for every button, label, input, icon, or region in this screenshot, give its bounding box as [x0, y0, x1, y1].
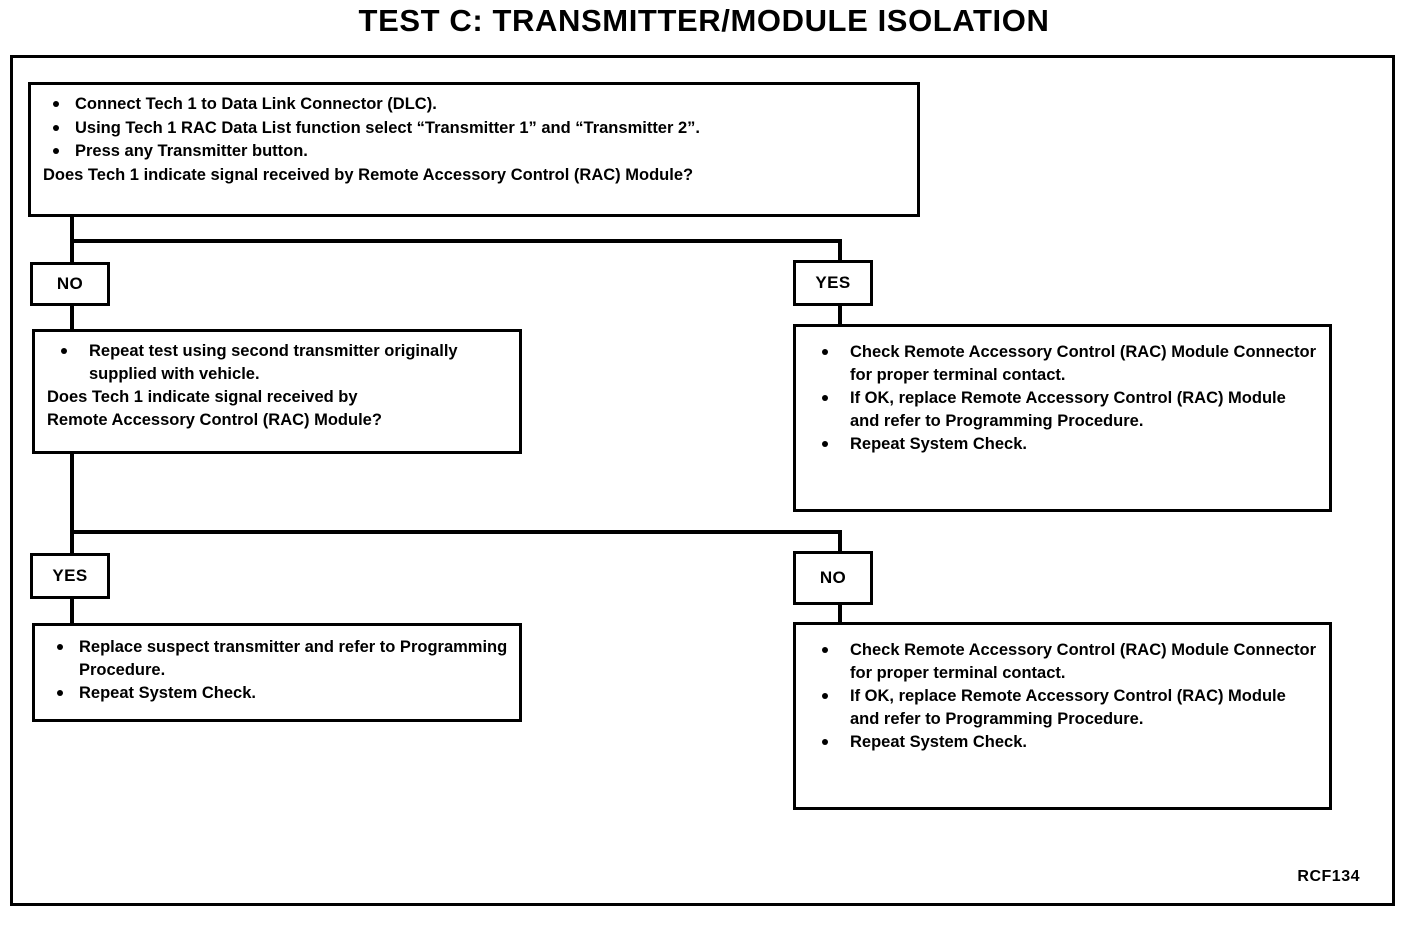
bullet-icon [53, 124, 59, 131]
connector-yes2-to-action [70, 599, 74, 624]
bullet-icon [57, 690, 63, 696]
list-item: Repeat test using second transmitter ori… [45, 340, 509, 385]
list-item: Connect Tech 1 to Data Link Connector (D… [41, 93, 907, 116]
bullet-icon [53, 101, 59, 107]
list-item-text: Using Tech 1 RAC Data List function sele… [75, 118, 701, 137]
branch-label-text: NO [819, 568, 847, 587]
connector-no2-to-action [838, 605, 842, 623]
connector-branch2-horizontal [70, 530, 842, 534]
list-item: Repeat System Check. [45, 682, 509, 705]
rac-module-check-action-box-2: Check Remote Accessory Control (RAC) Mod… [793, 622, 1332, 810]
list-item: If OK, replace Remote Accessory Control … [806, 387, 1319, 432]
connector-branch1-to-no [70, 239, 74, 264]
list-item-text: Press any Transmitter button. [75, 142, 308, 160]
bullet-icon [57, 644, 63, 650]
replace-transmitter-action-box: Replace suspect transmitter and refer to… [32, 623, 522, 722]
list-item: Repeat System Check. [806, 731, 1319, 754]
list-item-text: Replace suspect transmitter and refer to… [79, 638, 508, 679]
connector-no1-to-decision2 [70, 305, 74, 330]
page-title: TEST C: TRANSMITTER/MODULE ISOLATION [358, 3, 1050, 38]
replace-transmitter-action-body: Replace suspect transmitter and refer to… [35, 626, 519, 712]
branch-label-no-2: NO [793, 551, 873, 605]
second-transmitter-decision-body: Repeat test using second transmitter ori… [35, 332, 519, 437]
branch-label-text: YES [52, 566, 88, 585]
connector-branch1-to-yes [838, 239, 842, 264]
list-item-text: If OK, replace Remote Accessory Control … [850, 687, 1286, 728]
bullet-icon [822, 739, 828, 745]
list-item: Check Remote Accessory Control (RAC) Mod… [806, 639, 1319, 684]
decision-question-line-1: Does Tech 1 indicate signal received by [47, 388, 358, 406]
decision-question: Does Tech 1 indicate signal received by … [43, 165, 694, 184]
bullet-icon [822, 349, 828, 355]
list-item-text: Repeat System Check. [79, 684, 256, 702]
list-item-text: If OK, replace Remote Accessory Control … [850, 389, 1286, 430]
list-item: If OK, replace Remote Accessory Control … [806, 685, 1319, 730]
bullet-icon [61, 348, 67, 354]
initial-test-decision-body: Connect Tech 1 to Data Link Connector (D… [31, 85, 917, 192]
list-item-text: Check Remote Accessory Control (RAC) Mod… [850, 343, 1317, 384]
bullet-icon [822, 441, 828, 447]
list-item: Repeat System Check. [806, 433, 1319, 456]
list-item-text: Check Remote Accessory Control (RAC) Mod… [850, 641, 1317, 682]
rac-module-check-action-body: Check Remote Accessory Control (RAC) Mod… [796, 327, 1329, 463]
bullet-icon [822, 693, 828, 699]
second-transmitter-decision-box: Repeat test using second transmitter ori… [32, 329, 522, 454]
connector-decision2-down [70, 454, 74, 532]
initial-test-decision-box: Connect Tech 1 to Data Link Connector (D… [28, 82, 920, 217]
rac-module-check-action-box: Check Remote Accessory Control (RAC) Mod… [793, 324, 1332, 512]
branch-label-text: NO [56, 274, 84, 293]
figure-reference-code: RCF134 [1297, 868, 1360, 885]
connector-branch2-to-no [838, 530, 842, 554]
connector-decision1-down-left [70, 217, 74, 241]
list-item: Using Tech 1 RAC Data List function sele… [41, 117, 907, 140]
diagram-outer-frame [10, 55, 1395, 906]
list-item-text: Connect Tech 1 to Data Link Connector (D… [75, 95, 437, 113]
list-item: Press any Transmitter button. [41, 140, 907, 163]
rac-module-check-action-body-2: Check Remote Accessory Control (RAC) Mod… [796, 625, 1329, 761]
connector-yes1-to-action [838, 305, 842, 327]
bullet-icon [822, 647, 828, 653]
branch-label-text: YES [815, 273, 851, 292]
decision-question-line-2: Remote Accessory Control (RAC) Module? [47, 410, 382, 429]
list-item: Check Remote Accessory Control (RAC) Mod… [806, 341, 1319, 386]
connector-branch2-to-yes [70, 530, 74, 554]
branch-label-yes-2: YES [30, 553, 110, 599]
list-item-text: Repeat test using second transmitter ori… [89, 342, 458, 383]
connector-branch1-horizontal [70, 239, 842, 243]
list-item-text: Repeat System Check. [850, 733, 1027, 751]
list-item-text: Repeat System Check. [850, 435, 1027, 453]
bullet-icon [822, 395, 828, 401]
list-item: Replace suspect transmitter and refer to… [45, 636, 509, 681]
bullet-icon [53, 148, 59, 154]
branch-label-no-1: NO [30, 262, 110, 306]
branch-label-yes-1: YES [793, 260, 873, 306]
